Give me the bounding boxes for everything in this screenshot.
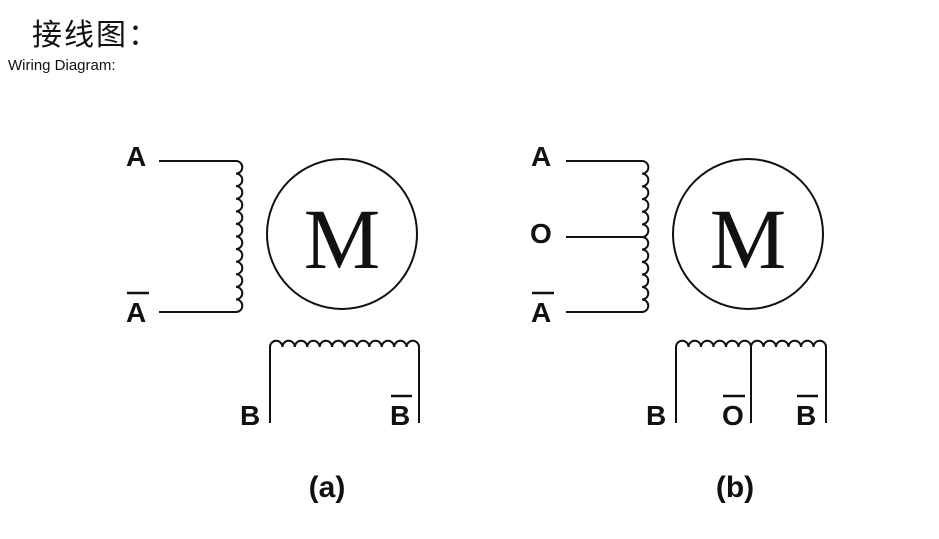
diagram-b: M A O A B O B (b) xyxy=(530,141,827,504)
title-english: Wiring Diagram: xyxy=(8,57,116,74)
motor-a-circle xyxy=(266,158,418,310)
terminal-b-a-bar-label: A xyxy=(531,297,551,328)
title-chinese: 接线图： xyxy=(32,18,160,53)
motor-b-label: M xyxy=(710,191,786,287)
caption-a: (a) xyxy=(309,471,346,504)
terminal-b-o-bar-label: O xyxy=(722,400,744,431)
terminal-b-o-label: O xyxy=(530,218,552,249)
terminal-a-bar-label: A xyxy=(126,297,146,328)
caption-b: (b) xyxy=(716,471,754,504)
terminal-a-label: A xyxy=(126,141,146,172)
motor-b-circle xyxy=(672,158,824,310)
coil-a-vertical xyxy=(235,160,244,313)
diagram-a: M A A B B (a) xyxy=(126,141,420,504)
coil-b-horizontal xyxy=(269,339,420,348)
terminal-b-b-bar-label: B xyxy=(796,400,816,431)
terminal-b-a-label: A xyxy=(531,141,551,172)
terminal-b-bar-label: B xyxy=(390,400,410,431)
terminal-b-label: B xyxy=(240,400,260,431)
motor-a-label: M xyxy=(304,191,380,287)
coil-b-b-horizontal xyxy=(675,339,827,348)
terminal-b-b-label: B xyxy=(646,400,666,431)
coil-b-a-vertical xyxy=(641,160,650,313)
